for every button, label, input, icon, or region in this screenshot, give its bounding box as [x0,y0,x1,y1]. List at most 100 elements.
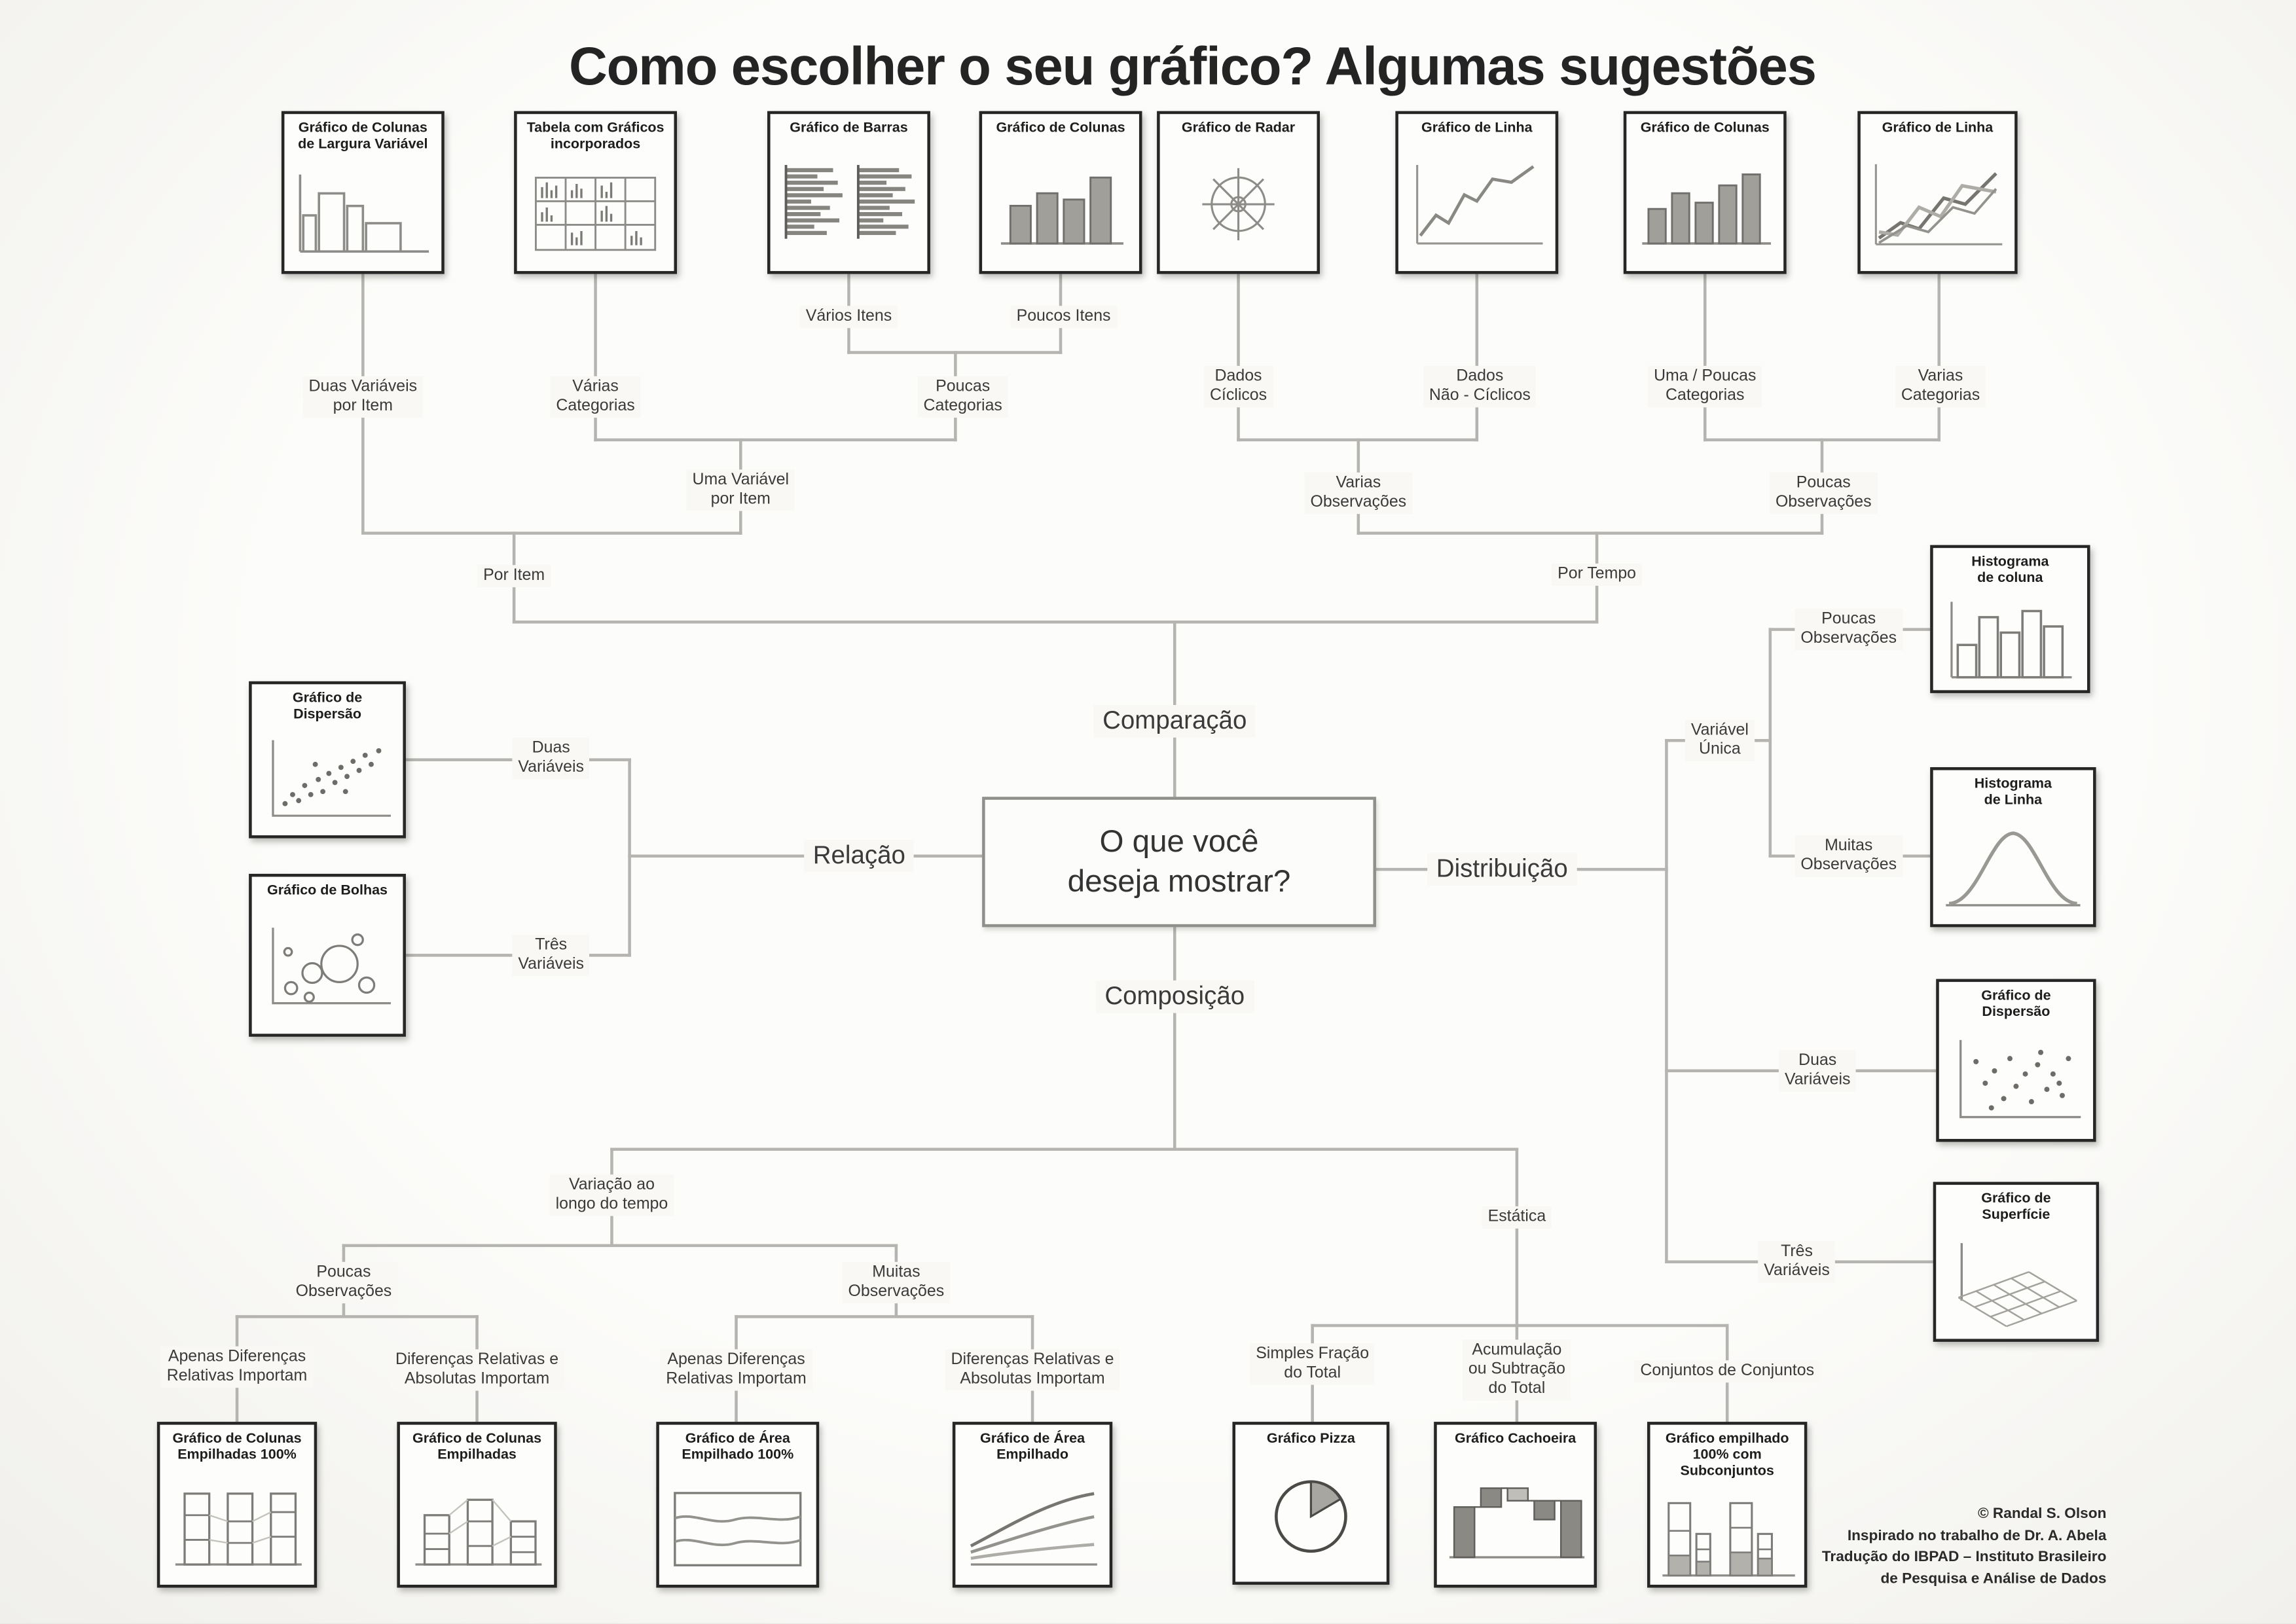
chart-card-title: Histograma de Linha [1974,776,2052,809]
stacked-area-chart-icon [970,1492,1097,1566]
line-histogram-icon [1946,832,2081,907]
decision-label-poucas-categorias: Poucas Categorias [917,376,1008,418]
stacked-column-100-chart-icon [175,1493,302,1566]
chart-card-title: Gráfico de Radar [1181,120,1296,137]
chart-card-title: Gráfico de Dispersão [292,690,363,723]
decision-label-tres-variaveis-direita: Três Variáveis [1758,1241,1836,1283]
connector-line [1937,271,1941,442]
decision-label-diferencas-relativas-absolutas-1: Diferenças Relativas e Absolutas Importa… [389,1349,565,1391]
chart-card-title: Gráfico de Colunas Empilhadas 100% [172,1430,302,1464]
chart-card-title: Gráfico de Colunas [996,120,1125,137]
column-histogram-icon [1950,602,2072,679]
decision-label-estatica: Estática [1482,1206,1552,1229]
chart-card-title: Gráfico de Barras [790,120,908,137]
page-title: Como escolher o seu gráfico? Algumas sug… [568,35,1817,97]
branch-label-composicao: Composição [1095,980,1254,1013]
credit-line: de Pesquisa e Análise de Dados [1880,1570,2107,1587]
chart-card-title: Gráfico de Colunas [1640,120,1770,137]
connector-line [1665,739,1668,1263]
line-chart-icon [1416,165,1543,245]
connector-line [1703,271,1707,442]
chart-card-linha-1: Gráfico de Linha [1395,111,1559,274]
decision-label-varios-itens: Vários Itens [799,306,898,329]
chart-card-title: Gráfico de Linha [1421,120,1533,137]
chart-card-empilhado-subconjuntos: Gráfico empilhado 100% com Subconjuntos [1647,1422,1808,1588]
decision-label-uma-poucas-categorias: Uma / Poucas Categorias [1648,365,1762,408]
pie-chart-icon [1275,1480,1347,1553]
connector-line [1173,921,1176,1149]
branch-label-distribuicao: Distribuição [1427,853,1577,886]
connector-line [735,1315,1034,1318]
decision-label-apenas-diferencas-relativas-2: Apenas Diferenças Relativas Importam [660,1349,812,1391]
radar-chart-icon [1202,168,1275,241]
scatter-plot-icon [1959,1040,2081,1119]
chart-card-colunas-empilhadas-100: Gráfico de Colunas Empilhadas 100% [156,1422,318,1588]
decision-label-varias-observacoes: Varias Observações [1304,472,1413,514]
branch-label-relacao: Relação [804,839,915,873]
connector-line [594,438,957,442]
chart-card-title: Gráfico de Colunas de Largura Variável [298,120,428,153]
chart-card-colunas-largura-variavel: Gráfico de Colunas de Largura Variável [281,111,445,274]
chart-card-title: Gráfico de Área Empilhado [979,1430,1085,1464]
chart-card-area-empilhado-100: Gráfico de Área Empilhado 100% [656,1422,820,1588]
decision-label-poucas-observacoes-direita: Poucas Observações [1795,608,1903,651]
stacked-100-subcomponents-chart-icon [1662,1501,1795,1576]
bar-chart-icon [784,165,915,240]
connector-line [1515,1147,1519,1327]
chart-card-bolhas: Gráfico de Bolhas [249,873,406,1037]
chart-card-title: Gráfico de Linha [1882,120,1994,137]
decision-label-dados-ciclicos: Dados Cíclicos [1203,365,1273,408]
chart-card-colunas-empilhadas: Gráfico de Colunas Empilhadas [397,1422,557,1588]
decision-label-uma-variavel-por-item: Uma Variável por Item [686,469,795,511]
connector-line [342,1244,898,1248]
decision-label-por-item: Por Item [477,565,551,588]
decision-label-diferencas-relativas-absolutas-2: Diferenças Relativas e Absolutas Importa… [945,1349,1120,1391]
connector-line [594,271,597,442]
chart-card-title: Gráfico Cachoeira [1455,1430,1576,1447]
connector-line [1768,628,1772,858]
chart-card-title: Tabela com Gráficos incorporados [526,120,665,153]
decision-label-simples-fracao: Simples Fração do Total [1250,1343,1376,1385]
decision-label-muitas-observacoes-direita: Muitas Observações [1795,835,1903,877]
chart-card-title: Gráfico de Superfície [1981,1191,2051,1224]
chart-card-cachoeira: Gráfico Cachoeira [1434,1422,1597,1588]
connector-line [1357,532,1824,535]
center-question-box: O que você deseja mostrar? [982,797,1376,928]
connector-line [1475,271,1479,442]
chart-card-title: Histograma de coluna [1971,554,2049,587]
waterfall-chart-icon [1449,1487,1585,1559]
multi-line-chart-icon [1874,164,2003,246]
credit-line: Inspirado no trabalho de Dr. A. Abela [1847,1527,2107,1544]
connector-line [1311,1324,1729,1327]
center-question-text: O que você deseja mostrar? [1067,824,1291,899]
decision-label-variacao-tempo: Variação ao longo do tempo [549,1174,674,1216]
chart-card-title: Gráfico de Área Empilhado 100% [682,1430,794,1464]
table-with-embedded-charts-icon [534,177,657,252]
decision-label-dados-nao-ciclicos: Dados Não - Cíclicos [1423,365,1537,408]
chart-card-title: Gráfico de Bolhas [267,882,388,899]
chart-card-colunas-1: Gráfico de Colunas [979,111,1142,274]
decision-label-variavel-unica: Variável Única [1685,719,1755,761]
chart-card-title: Gráfico de Dispersão [1981,988,2051,1021]
decision-label-conjuntos: Conjuntos de Conjuntos [1634,1360,1821,1383]
column-chart-icon [1642,173,1771,245]
chart-card-colunas-2: Gráfico de Colunas [1623,111,1787,274]
chart-card-superficie: Gráfico de Superfície [1933,1182,2100,1342]
decision-label-apenas-diferencas-relativas-1: Apenas Diferenças Relativas Importam [160,1346,314,1388]
chart-card-radar: Gráfico de Radar [1157,111,1320,274]
decision-label-muitas-observacoes-inferior: Muitas Observações [842,1261,951,1304]
decision-label-poucos-itens: Poucos Itens [1010,306,1117,329]
branch-label-comparacao: Comparação [1093,704,1256,738]
connector-line [1237,271,1240,442]
decision-label-duas-variaveis-direita: Duas Variáveis [1778,1050,1857,1092]
decision-label-tres-variaveis-esquerda: Três Variáveis [512,934,591,976]
decision-label-poucas-observacoes-topo: Poucas Observações [1769,472,1878,514]
connector-line [610,1147,1519,1151]
chart-card-barras: Gráfico de Barras [767,111,930,274]
chart-card-histograma-coluna: Histograma de coluna [1930,545,2090,693]
decision-label-duas-variaveis-esquerda: Duas Variáveis [512,737,591,780]
surface-chart-icon [1958,1244,2077,1328]
column-chart-icon [1000,177,1123,245]
chart-card-title: Gráfico de Colunas Empilhadas [412,1430,542,1464]
